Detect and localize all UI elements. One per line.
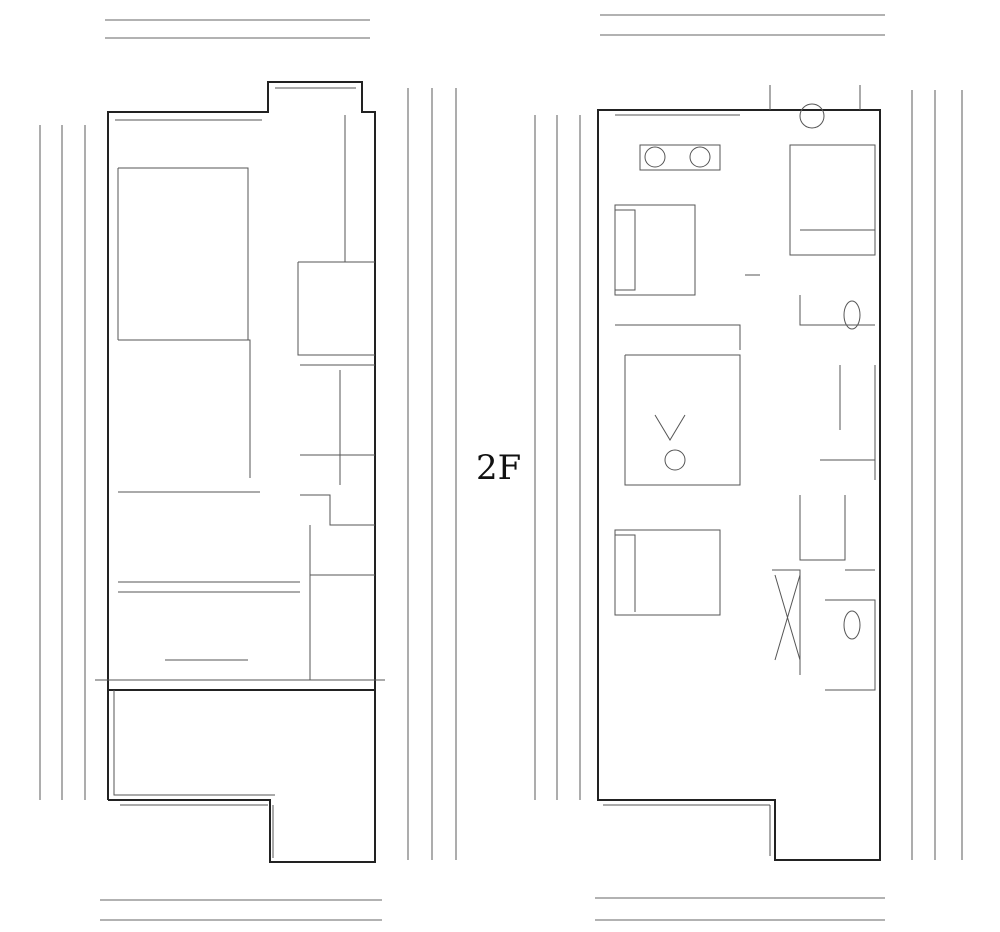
right-dimension-lines	[534, 14, 963, 921]
right-fixtures	[644, 103, 861, 640]
left-dimension-lines	[39, 19, 457, 921]
floor-label: 2F	[476, 448, 522, 488]
left-floor-plan	[95, 81, 385, 863]
right-floor-plan	[597, 85, 881, 861]
